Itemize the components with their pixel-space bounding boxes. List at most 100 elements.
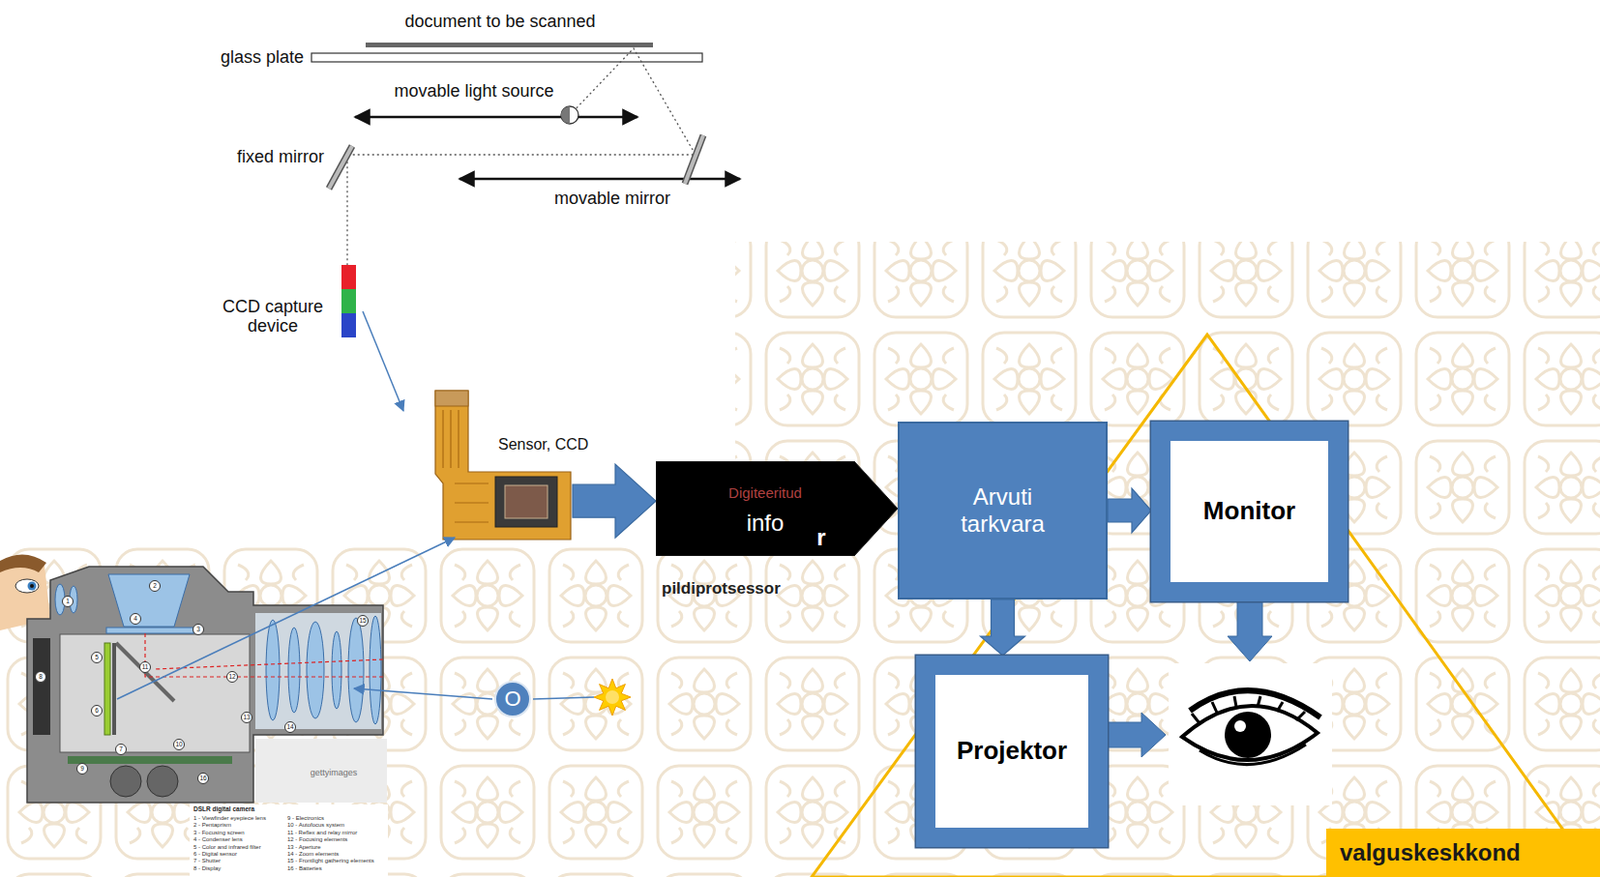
- camera-base: [255, 739, 387, 803]
- part-label: document to be scanned: [404, 12, 595, 32]
- legend-item: 16 - Batteries: [287, 865, 323, 873]
- lens: [288, 627, 300, 713]
- lens: [348, 618, 364, 723]
- sun-icon: [593, 679, 631, 716]
- background-pattern: [0, 241, 1600, 877]
- sensor-chip: [495, 476, 558, 528]
- callout-number: 1: [61, 595, 74, 608]
- shutter: [112, 643, 117, 736]
- sensor-chip: [504, 485, 548, 519]
- callout-number: 10: [173, 739, 185, 751]
- glass-plate: [311, 53, 703, 62]
- sensor-traces: [443, 410, 489, 523]
- callout-number: 7: [115, 743, 127, 756]
- sensor-flex: [435, 390, 571, 540]
- motion-arrow: [459, 177, 741, 181]
- legend-panel: [189, 804, 388, 877]
- ccd-green: [341, 289, 356, 314]
- eye-iris: [1224, 711, 1272, 759]
- legend-item: 9 - Electronics: [287, 815, 325, 823]
- pointer-line: [117, 537, 455, 700]
- callout-number: 14: [284, 721, 297, 734]
- callout-number: 6: [90, 705, 103, 717]
- watermark: gettyimages: [310, 769, 358, 779]
- block-arrow: [1107, 488, 1152, 534]
- legend-item: 10 - Autofocus system: [287, 822, 345, 830]
- callout-number: 11: [139, 661, 151, 674]
- callout-number: 15: [356, 615, 369, 627]
- eye: [28, 582, 37, 592]
- pentaprism: [108, 574, 190, 627]
- lens-barrel: [255, 613, 382, 730]
- callout-number: 13: [240, 711, 253, 724]
- block-arrow: [1227, 601, 1273, 662]
- legend-item: 15 - Frontlight gathering elements: [287, 858, 375, 865]
- light-ray-line: [354, 688, 493, 700]
- legend-title: DSLR digital camera: [193, 805, 255, 813]
- node-text: Arvuti tarkvara: [945, 483, 1062, 537]
- processor-pentagon: Digiteeritudinfopildiprotsessor: [655, 461, 898, 557]
- lens: [369, 616, 382, 725]
- legend-item: 6 - Digital sensor: [193, 851, 238, 859]
- eye-panel: [1168, 663, 1333, 806]
- reflex-mirror: [116, 643, 175, 702]
- legend-item: 1 - Viewfinder eyepiece lens: [193, 815, 267, 823]
- block-arrow: [572, 464, 656, 538]
- callout-number: 9: [76, 763, 89, 775]
- eye-lashes: [1191, 696, 1306, 766]
- legend-item: 4 - Condenser lens: [193, 836, 243, 844]
- motion-arrow: [355, 116, 638, 119]
- legend-item: 5 - Color and infrared filter: [193, 843, 262, 851]
- part-label: glass plate: [220, 48, 304, 68]
- part-label: movable light source: [393, 82, 554, 102]
- callout-number: 5: [90, 651, 103, 664]
- legend-item: 8 - Display: [193, 865, 221, 873]
- part-label: movable mirror: [554, 189, 671, 209]
- callout-number: 3: [192, 623, 205, 636]
- legend-item: 11 - Reflex and relay mirror: [287, 829, 357, 837]
- battery: [110, 766, 142, 798]
- text-fragment: r: [816, 525, 826, 551]
- callout-number: 4: [129, 613, 142, 625]
- node-text: info: [746, 509, 785, 537]
- electronics: [67, 756, 233, 765]
- node-text: valguskeskkond: [1339, 839, 1521, 867]
- node-text: Projektor: [956, 737, 1067, 767]
- light-ray: [145, 630, 384, 678]
- lens: [306, 622, 325, 719]
- software-box: Arvuti tarkvara: [897, 421, 1108, 600]
- node-text: O: [503, 686, 521, 712]
- ccd-red: [341, 265, 356, 290]
- environment-label: valguskeskkond: [1326, 829, 1600, 877]
- lens: [266, 620, 280, 721]
- fixed-mirror: [328, 146, 353, 189]
- eye-highlight: [1234, 720, 1246, 733]
- display: [32, 638, 51, 736]
- ccd-sensor: Sensor, CCD: [425, 390, 573, 542]
- block-arrow: [1107, 712, 1166, 758]
- eye: [15, 579, 39, 593]
- legend-item: 13 - Aperture: [287, 843, 322, 851]
- environment-triangle: [811, 334, 1598, 877]
- node-text: Sensor, CCD: [498, 436, 589, 454]
- fixed-mirror: [328, 146, 353, 189]
- pointer-line: [362, 311, 404, 412]
- legend-item: 7 - Shutter: [193, 858, 221, 865]
- light-source: [561, 106, 579, 124]
- ccd-blue: [341, 313, 356, 338]
- callout-number: 16: [197, 772, 209, 785]
- part-label: fixed mirror: [237, 148, 325, 168]
- focusing-screen: [106, 627, 194, 634]
- light-path: [347, 48, 696, 266]
- sun-icon: [605, 690, 620, 705]
- callout-number: 8: [34, 671, 47, 683]
- sensor-connector: [435, 390, 469, 407]
- legend-item: 14 - Zoom elements: [287, 851, 339, 859]
- light-ray-line: [533, 697, 594, 700]
- node-text: Monitor: [1203, 497, 1296, 527]
- object-circle: O: [494, 681, 532, 718]
- camera-cavity: [59, 634, 250, 753]
- movable-mirror: [684, 135, 704, 184]
- eye: [29, 584, 34, 589]
